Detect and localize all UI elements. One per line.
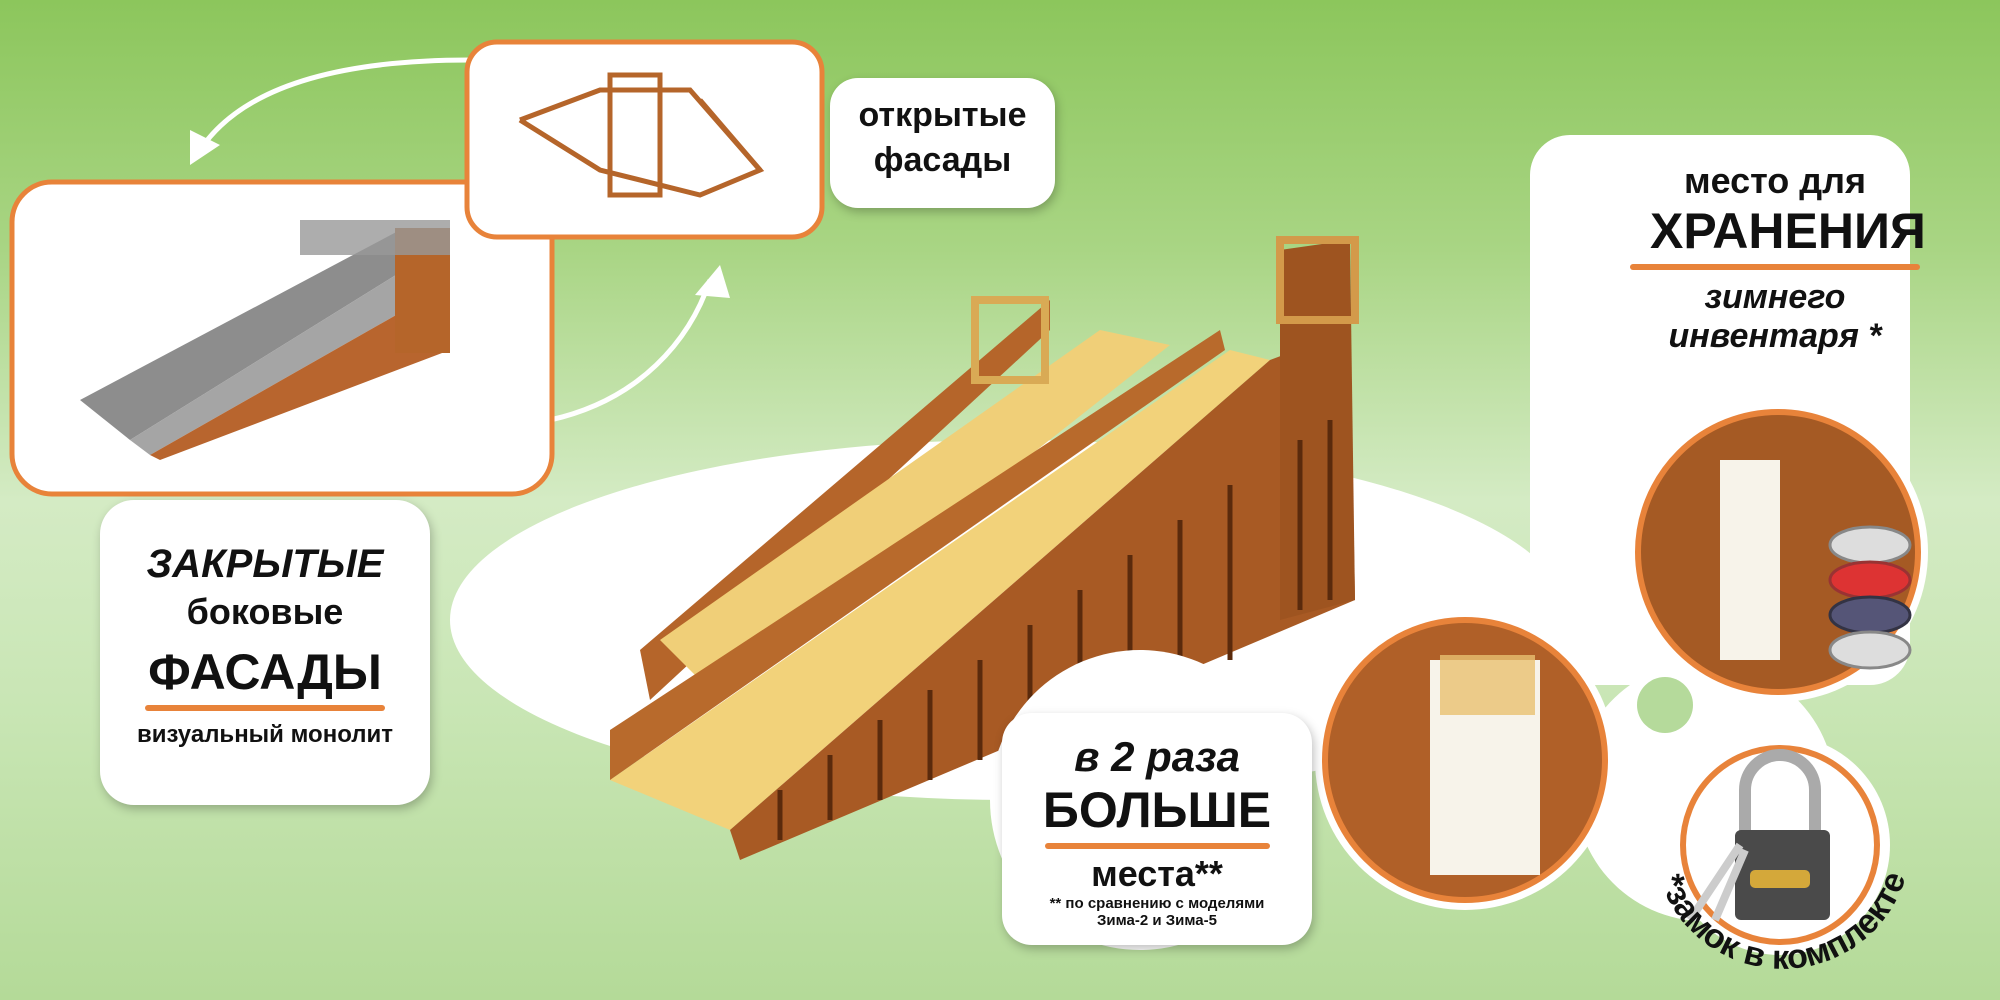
storage-line1: место для xyxy=(1683,160,1867,201)
space-line1: в 2 раза xyxy=(1074,733,1240,780)
closed-facade-slide-image xyxy=(80,220,450,460)
closed-facade-line3: ФАСАДЫ xyxy=(148,644,382,700)
open-facade-line2: фасады xyxy=(873,141,1012,179)
decorative-hole xyxy=(1637,677,1693,733)
closed-facade-label: ЗАКРЫТЫЕ боковые ФАСАДЫ визуальный монол… xyxy=(100,500,430,805)
arrow-curve-top xyxy=(197,57,471,152)
open-facade-label: открытые фасады xyxy=(830,78,1055,208)
storage-line3: зимнего xyxy=(1704,278,1846,316)
padlock-icon xyxy=(1686,749,1830,923)
accent-underline xyxy=(1044,843,1270,849)
space-line3: места** xyxy=(1091,853,1223,894)
storage-label: место для ХРАНЕНИЯ зимнего инвентаря * xyxy=(1630,150,1926,356)
open-facade-line1: открытые xyxy=(858,96,1027,134)
arrow-head-icon xyxy=(190,130,220,165)
more-space-label: в 2 раза БОЛЬШЕ места** ** по сравнению … xyxy=(1002,713,1312,945)
arrow-head-icon xyxy=(695,265,730,298)
space-footnote2: Зима-2 и Зима-5 xyxy=(1097,912,1217,929)
main-slide-image xyxy=(610,236,1359,860)
arrow-curve-bottom xyxy=(549,279,713,423)
closed-facade-line1: ЗАКРЫТЫЕ xyxy=(146,542,384,586)
storage-doorway xyxy=(1720,460,1780,660)
closed-facade-line4: визуальный монолит xyxy=(136,721,394,748)
accent-underline xyxy=(1630,264,1920,270)
snow-tubes-image xyxy=(1828,525,1912,670)
accent-underline xyxy=(145,705,385,711)
storage-line2: ХРАНЕНИЯ xyxy=(1650,203,1926,259)
closed-facade-line2: боковые xyxy=(186,591,344,632)
space-line2: БОЛЬШЕ xyxy=(1042,782,1272,838)
open-facade-image-frame xyxy=(464,39,825,240)
open-facade-slide-image xyxy=(518,72,765,198)
storage-line4: инвентаря * xyxy=(1668,317,1882,355)
space-footnote1: ** по сравнению с моделями xyxy=(1049,895,1265,912)
